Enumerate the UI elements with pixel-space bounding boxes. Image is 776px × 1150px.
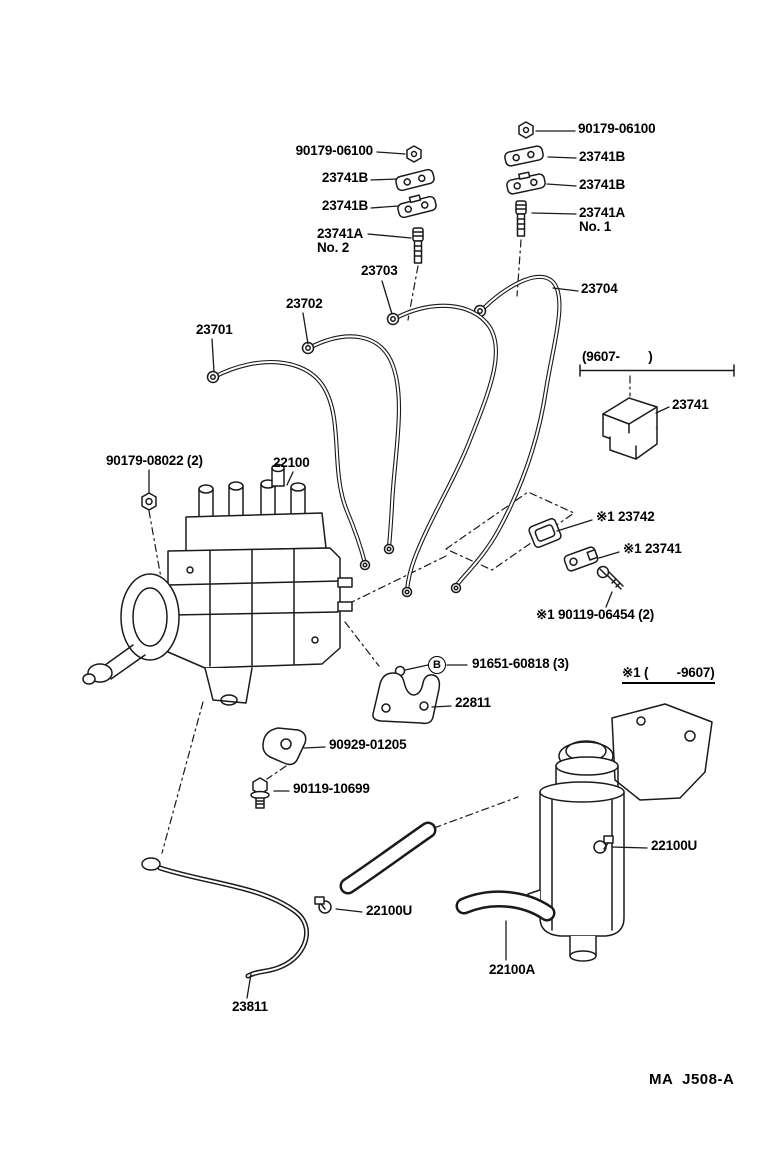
- callout-pipe-23703: 23703: [361, 263, 398, 278]
- clamp-23741-old: [563, 546, 599, 572]
- callout-bracket-22811: 22811: [455, 695, 491, 710]
- callout-clamp-22100u-left: 22100U: [366, 903, 413, 918]
- callout-nut-top-right: 90179-06100: [578, 121, 656, 136]
- figure-code: MA J508-A: [649, 1071, 735, 1088]
- b-marker-letter: B: [433, 659, 441, 671]
- callout-range-new: (9607- ): [582, 349, 653, 364]
- injection-pipe-23701: [206, 359, 371, 571]
- callout-pipe-23702: 23702: [286, 296, 323, 311]
- bracket-22811: [372, 672, 441, 725]
- bolt-90119-10699: [250, 777, 270, 809]
- callout-stud-left: 23741A: [317, 226, 364, 241]
- clamp-22100u-right: [593, 835, 614, 854]
- callout-hose-22100a: 22100A: [489, 962, 536, 977]
- nut-90179-06100-right: [518, 121, 534, 139]
- callout-bolt-90119-10699: 90119-10699: [293, 781, 370, 796]
- clamp-23741b-right-2: [506, 171, 546, 195]
- callout-stud-right: 23741A: [579, 205, 626, 220]
- callout-pipe-23704: 23704: [581, 281, 618, 296]
- b-marker: B: [428, 656, 446, 674]
- callout-clamp-right-2: 23741B: [579, 177, 626, 192]
- stud-23741a-no2: [412, 227, 424, 264]
- range-bracket-new: [579, 364, 735, 377]
- callout-pipe-23701: 23701: [196, 322, 233, 337]
- callout-clamp-23742-star: ※1 23742: [596, 509, 655, 524]
- clamp-23741b-left-1: [395, 168, 435, 192]
- fuel-filter-assembly: [527, 703, 713, 962]
- callout-bracket-90929: 90929-01205: [329, 737, 407, 752]
- callout-clamp-23741-star: ※1 23741: [623, 541, 682, 556]
- callout-bolt-91651: 91651-60818 (3): [472, 656, 569, 671]
- callout-range-old: ※1 ( -9607): [622, 665, 715, 685]
- callout-stud-right-no1: No. 1: [579, 219, 612, 234]
- callout-connector-23741: 23741: [672, 397, 709, 412]
- bracket-90929-01205: [262, 727, 307, 766]
- stud-23741a-no1: [515, 200, 527, 237]
- fuel-pipe-23811: [141, 857, 309, 979]
- screw-90119-06454: [596, 565, 624, 590]
- callout-stud-left-no2: No. 2: [317, 240, 350, 255]
- leader-lines: [148, 130, 670, 999]
- clamp-23741b-right-1: [504, 145, 544, 167]
- clamp-22100u-left: [314, 896, 332, 914]
- callout-screw-90119-06454: ※1 90119-06454 (2): [536, 607, 655, 622]
- callout-clamp-22100u-right: 22100U: [651, 838, 698, 853]
- clamp-23742-old: [528, 518, 562, 548]
- fuel-hose-upper: [339, 821, 437, 895]
- callout-pump-22100: 22100: [273, 455, 310, 470]
- callout-nut-90179-08022: 90179-08022 (2): [106, 453, 203, 468]
- injection-pump: [82, 463, 353, 706]
- injection-pipe-23703: [386, 303, 498, 598]
- callout-clamp-left-2: 23741B: [321, 198, 368, 213]
- fuel-hose-22100a: [455, 890, 556, 922]
- callout-clamp-right-1: 23741B: [579, 149, 626, 164]
- callout-nut-top-left: 90179-06100: [295, 143, 374, 158]
- callout-pipe-23811: 23811: [232, 999, 268, 1014]
- nut-90179-08022: [141, 492, 157, 511]
- nut-90179-06100-left: [406, 145, 422, 163]
- callout-clamp-left-1: 23741B: [321, 170, 368, 185]
- injection-pipe-23702: [301, 334, 402, 555]
- clamp-23741b-left-2: [397, 194, 437, 219]
- connector-23741-new: [602, 397, 658, 460]
